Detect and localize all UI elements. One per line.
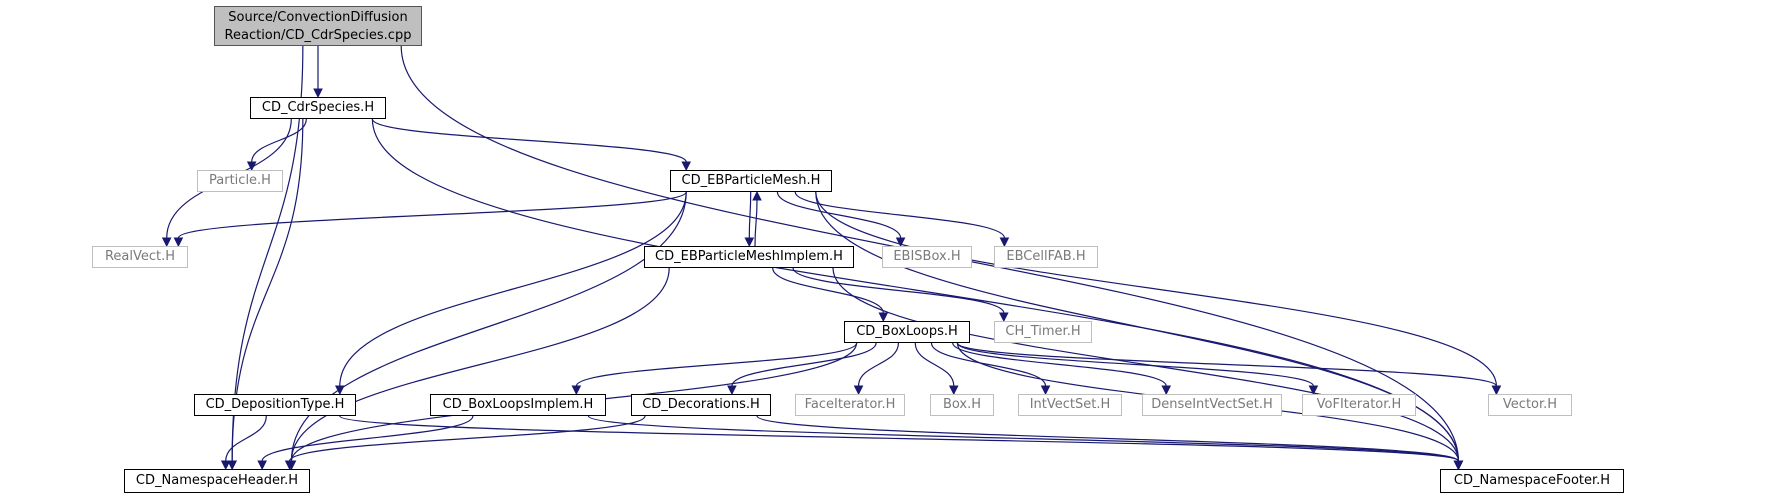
edge-deposition_type_h-to-namespace_header_h bbox=[225, 415, 267, 462]
node-boxloops-implem-h[interactable]: CD_BoxLoopsImplem.H bbox=[430, 394, 606, 416]
root-label-line2: Reaction/CD_CdrSpecies.cpp bbox=[224, 28, 412, 43]
edge-eb_particle_mesh_h-to-namespace_footer_h bbox=[815, 191, 1459, 462]
edge-decorations_h-to-namespace_footer_h bbox=[756, 415, 1459, 462]
edge-eb_particle_mesh_h-to-eb_particle_mesh_implem_h bbox=[748, 191, 752, 239]
node-decorations-h[interactable]: CD_Decorations.H bbox=[631, 394, 771, 416]
edge-eb_particle_mesh_implem_h-to-namespace_header_h bbox=[290, 267, 670, 462]
edge-eb_particle_mesh_implem_h-to-boxloops_h bbox=[772, 267, 884, 314]
root-label-line1: Source/ConvectionDiffusion bbox=[228, 10, 408, 25]
node-box-h: Box.H bbox=[930, 394, 994, 416]
arrowhead-boxloops_h-to-vofiterator_h bbox=[1308, 385, 1319, 396]
edge-root-to-namespace_header_h bbox=[231, 45, 304, 462]
edge-deposition_type_h-to-namespace_footer_h bbox=[339, 415, 1459, 462]
node-realvect-h: RealVect.H bbox=[92, 246, 188, 268]
arrowhead-eb_particle_mesh_h-to-ebcellfab_h bbox=[999, 237, 1010, 248]
arrowhead-cdr_species_h-to-namespace_header_h bbox=[227, 460, 237, 471]
arrowhead-eb_particle_mesh_h-to-eb_particle_mesh_implem_h bbox=[744, 237, 755, 248]
arrowhead-boxloops_h-to-decorations_h bbox=[727, 385, 737, 396]
edge-boxloops_h-to-vector_h bbox=[956, 342, 1497, 387]
edge-eb_particle_mesh_implem_h-to-namespace_footer_h bbox=[832, 267, 1459, 462]
edge-boxloops_h-to-faceiterator_h bbox=[857, 342, 900, 387]
node-faceiterator-h: FaceIterator.H bbox=[795, 394, 905, 416]
edge-boxloops_h-to-vofiterator_h bbox=[956, 342, 1314, 387]
edge-decorations_h-to-namespace_header_h bbox=[289, 415, 646, 462]
edge-cdr_species_h-to-eb_particle_mesh_h bbox=[371, 118, 687, 163]
node-eb-particle-mesh-implem-h[interactable]: CD_EBParticleMeshImplem.H bbox=[644, 246, 854, 268]
edge-eb_particle_mesh_h-to-ebcellfab_h bbox=[794, 191, 1005, 239]
node-vector-h: Vector.H bbox=[1488, 394, 1572, 416]
node-denseintvectset-h: DenseIntVectSet.H bbox=[1142, 394, 1282, 416]
node-intvectset-h: IntVectSet.H bbox=[1018, 394, 1122, 416]
arrowhead-boxloops_h-to-boxloops_implem_h bbox=[571, 385, 582, 396]
arrowhead-root-to-cdr_species_h bbox=[313, 88, 323, 99]
arrowhead-decorations_h-to-namespace_header_h bbox=[284, 460, 295, 471]
arrowhead-eb_particle_mesh_h-to-ebisbox_h bbox=[895, 237, 906, 248]
node-namespace-header-h[interactable]: CD_NamespaceHeader.H bbox=[124, 469, 310, 493]
arrowhead-eb_particle_mesh_h-to-realvect_h bbox=[173, 237, 184, 248]
edge-boxloops_implem_h-to-namespace_footer_h bbox=[587, 415, 1459, 462]
edge-eb_particle_mesh_h-to-realvect_h bbox=[177, 191, 687, 239]
arrowhead-boxloops_h-to-faceiterator_h bbox=[853, 385, 864, 396]
arrowhead-eb_particle_mesh_implem_h-to-ch_timer_h bbox=[998, 312, 1009, 323]
arrowhead-boxloops_h-to-box_h bbox=[948, 385, 959, 396]
edge-boxloops_h-to-denseintvectset_h bbox=[952, 342, 1167, 387]
arrowhead-eb_particle_mesh_implem_h-to-eb_particle_mesh_h bbox=[752, 190, 762, 201]
node-root-cdr-species-cpp: Source/ConvectionDiffusion Reaction/CD_C… bbox=[214, 6, 422, 46]
arrowhead-boxloops_implem_h-to-namespace_header_h bbox=[257, 460, 267, 471]
edge-eb_particle_mesh_h-to-namespace_header_h bbox=[290, 191, 687, 462]
node-ebcellfab-h: EBCellFAB.H bbox=[994, 246, 1098, 268]
arrowhead-boxloops_h-to-vector_h bbox=[1491, 385, 1502, 396]
edge-cdr_species_h-to-particle_h bbox=[251, 118, 307, 163]
edge-boxloops_h-to-decorations_h bbox=[731, 342, 877, 387]
node-ebisbox-h: EBISBox.H bbox=[882, 246, 972, 268]
edge-eb_particle_mesh_h-to-vector_h bbox=[815, 191, 1497, 387]
edge-boxloops_h-to-intvectset_h bbox=[930, 342, 1047, 387]
node-ch-timer-h: CH_Timer.H bbox=[994, 321, 1092, 343]
node-cdr-species-h[interactable]: CD_CdrSpecies.H bbox=[250, 97, 386, 119]
edge-eb_particle_mesh_h-to-ebisbox_h bbox=[776, 191, 902, 239]
node-vofiterator-h: VoFIterator.H bbox=[1302, 394, 1416, 416]
arrowhead-deposition_type_h-to-namespace_header_h bbox=[220, 460, 231, 471]
edge-eb_particle_mesh_h-to-deposition_type_h bbox=[339, 191, 687, 387]
arrowhead-boxloops_h-to-denseintvectset_h bbox=[1161, 385, 1172, 396]
arrowhead-cdr_species_h-to-realvect_h bbox=[161, 237, 172, 248]
edge-eb_particle_mesh_implem_h-to-eb_particle_mesh_h bbox=[754, 199, 758, 247]
node-particle-h: Particle.H bbox=[197, 170, 283, 192]
edge-boxloops_h-to-boxloops_implem_h bbox=[575, 342, 858, 387]
arrowhead-decorations_h-to-namespace_footer_h bbox=[1453, 460, 1464, 471]
node-namespace-footer-h[interactable]: CD_NamespaceFooter.H bbox=[1440, 469, 1624, 493]
edge-eb_particle_mesh_implem_h-to-ch_timer_h bbox=[792, 267, 1005, 314]
arrowhead-boxloops_h-to-intvectset_h bbox=[1040, 385, 1051, 396]
arrowhead-eb_particle_mesh_implem_h-to-boxloops_h bbox=[878, 312, 889, 323]
edge-boxloops_h-to-box_h bbox=[914, 342, 955, 387]
node-boxloops-h[interactable]: CD_BoxLoops.H bbox=[844, 321, 970, 343]
node-deposition-type-h[interactable]: CD_DepositionType.H bbox=[194, 394, 356, 416]
edge-boxloops_implem_h-to-namespace_header_h bbox=[261, 415, 474, 462]
node-eb-particle-mesh-h[interactable]: CD_EBParticleMesh.H bbox=[670, 170, 832, 192]
arrowhead-cdr_species_h-to-eb_particle_mesh_h bbox=[681, 161, 692, 172]
